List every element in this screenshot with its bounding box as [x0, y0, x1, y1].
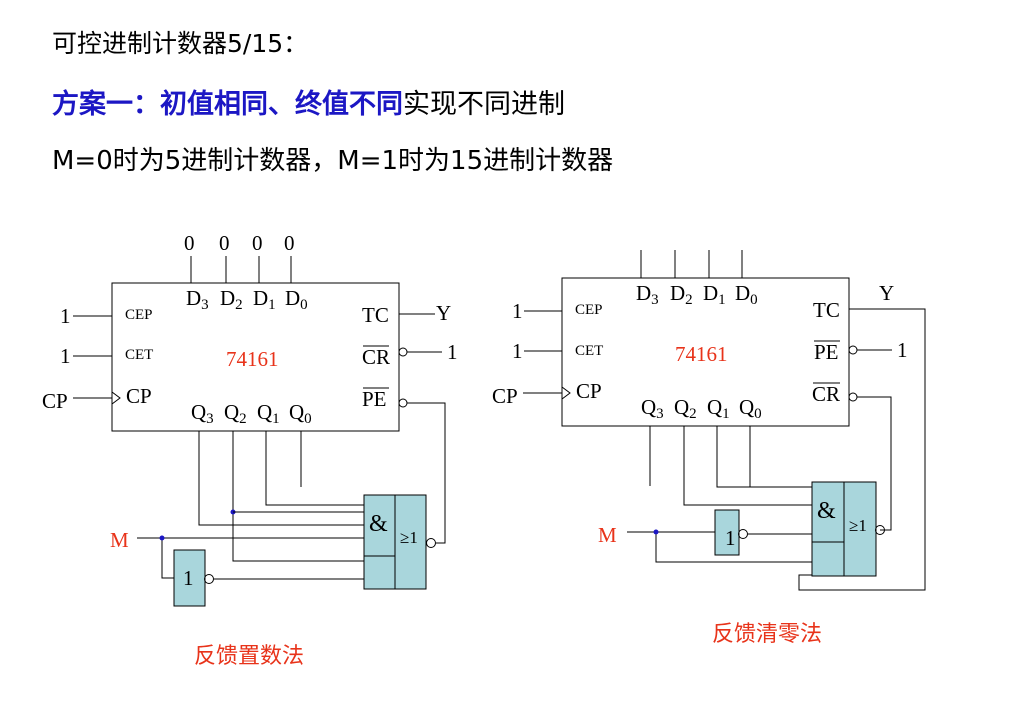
- left-and-symbol: &: [369, 511, 388, 537]
- scheme-description: 实现不同进制: [403, 89, 565, 120]
- right-cep-input-value: 1: [512, 299, 523, 323]
- left-pin-pe: PE: [362, 387, 387, 411]
- right-and-gate: [811, 481, 845, 577]
- left-pin-d2: D2: [220, 286, 243, 313]
- left-d-leads: [190, 256, 292, 283]
- left-preset-d1: 0: [252, 231, 263, 255]
- left-pin-tc: TC: [362, 303, 389, 327]
- left-pin-d3: D3: [186, 286, 209, 313]
- left-m-label: M: [110, 528, 129, 552]
- left-chip-number: 74161: [226, 347, 279, 371]
- right-pin-q2: Q2: [674, 395, 697, 422]
- left-not-gate: [173, 549, 206, 607]
- right-pin-cp: CP: [576, 379, 602, 403]
- right-cp-input-label: CP: [492, 384, 518, 408]
- right-pin-d3: D3: [636, 281, 659, 308]
- right-or-bubble: [875, 525, 885, 535]
- left-pin-q3: Q3: [191, 400, 214, 427]
- left-m-junction: [159, 535, 165, 541]
- right-cr-bubble: [848, 392, 858, 402]
- right-pin-q1: Q1: [707, 395, 730, 422]
- left-q-leads: [198, 431, 364, 562]
- left-pin-q0: Q0: [289, 400, 312, 427]
- right-chip-number: 74161: [675, 342, 728, 366]
- left-or-gate: [394, 494, 427, 590]
- right-circuit: D3 D2 D1 D0 1 CEP 1 CET CP CP 74161 TC Y…: [492, 250, 926, 647]
- left-cr-input-value: 1: [447, 340, 458, 364]
- right-pin-cet: CET: [575, 343, 603, 359]
- left-or-symbol: ≥1: [400, 528, 418, 547]
- right-m-wire: [627, 531, 812, 563]
- left-not-symbol: 1: [183, 566, 194, 590]
- right-pe-bubble: [848, 345, 858, 355]
- right-pin-cep: CEP: [575, 302, 603, 318]
- left-tc-output: Y: [436, 301, 451, 325]
- right-m-label: M: [598, 523, 617, 547]
- left-pin-cep: CEP: [125, 307, 153, 323]
- right-caption: 反馈清零法: [712, 622, 822, 647]
- right-or-gate: [843, 481, 877, 577]
- right-pin-d1: D1: [703, 281, 726, 308]
- left-counter-chip: [111, 282, 400, 432]
- scheme-title: 方案一：初值相同、终值不同: [52, 89, 403, 120]
- left-cp-wire: [73, 391, 121, 405]
- left-pin-q2: Q2: [224, 400, 247, 427]
- right-cr-feedback-wire: [857, 396, 892, 531]
- left-feedback-wire: [407, 402, 446, 544]
- right-tc-feedback-wire: [798, 308, 926, 591]
- right-pin-d0: D0: [735, 281, 758, 308]
- left-cr-bubble: [398, 347, 408, 357]
- right-pin-q0: Q0: [739, 395, 762, 422]
- left-pin-q1: Q1: [257, 400, 280, 427]
- right-not-bubble: [738, 529, 748, 539]
- right-q-leads: [649, 426, 812, 506]
- right-pin-cr: CR: [812, 382, 840, 406]
- header-line-2: 方案一：初值相同、终值不同实现不同进制: [52, 82, 565, 121]
- right-cp-wire: [523, 386, 571, 400]
- left-m-wire: [137, 537, 364, 579]
- right-or-symbol: ≥1: [849, 516, 867, 535]
- left-caption: 反馈置数法: [194, 644, 304, 669]
- right-pin-q3: Q3: [641, 395, 664, 422]
- right-pin-tc: TC: [813, 298, 840, 322]
- right-not-symbol: 1: [725, 526, 736, 550]
- left-pin-d0: D0: [285, 286, 308, 313]
- right-pe-input-value: 1: [897, 338, 908, 362]
- right-cet-input-value: 1: [512, 339, 523, 363]
- right-pin-pe: PE: [814, 340, 839, 364]
- right-pin-d2: D2: [670, 281, 693, 308]
- left-pin-d1: D1: [253, 286, 276, 313]
- left-pe-bubble: [398, 398, 408, 408]
- left-and-gate: [363, 494, 396, 590]
- left-circuit: 0 0 0 0 D3 D2 D1 D0 1 CEP 1 CET CP CP 74…: [42, 231, 458, 669]
- left-cp-input-label: CP: [42, 389, 68, 413]
- right-d-leads: [640, 250, 743, 278]
- left-preset-d0: 0: [284, 231, 295, 255]
- right-not-gate: [714, 509, 740, 556]
- left-preset-d2: 0: [219, 231, 230, 255]
- right-tc-output: Y: [879, 281, 894, 305]
- left-pin-cet: CET: [125, 347, 153, 363]
- left-cet-input-value: 1: [60, 344, 71, 368]
- header-line-3: M=0时为5进制计数器，M=1时为15进制计数器: [52, 146, 614, 176]
- header-line-1: 可控进制计数器5/15：: [52, 29, 309, 58]
- left-pin-cp: CP: [126, 384, 152, 408]
- left-cep-input-value: 1: [60, 304, 71, 328]
- right-m-junction: [653, 529, 659, 535]
- left-preset-d3: 0: [184, 231, 195, 255]
- left-pin-cr: CR: [362, 345, 390, 369]
- left-or-bubble: [426, 538, 436, 548]
- left-not-bubble: [204, 574, 214, 584]
- right-and-symbol: &: [817, 498, 836, 524]
